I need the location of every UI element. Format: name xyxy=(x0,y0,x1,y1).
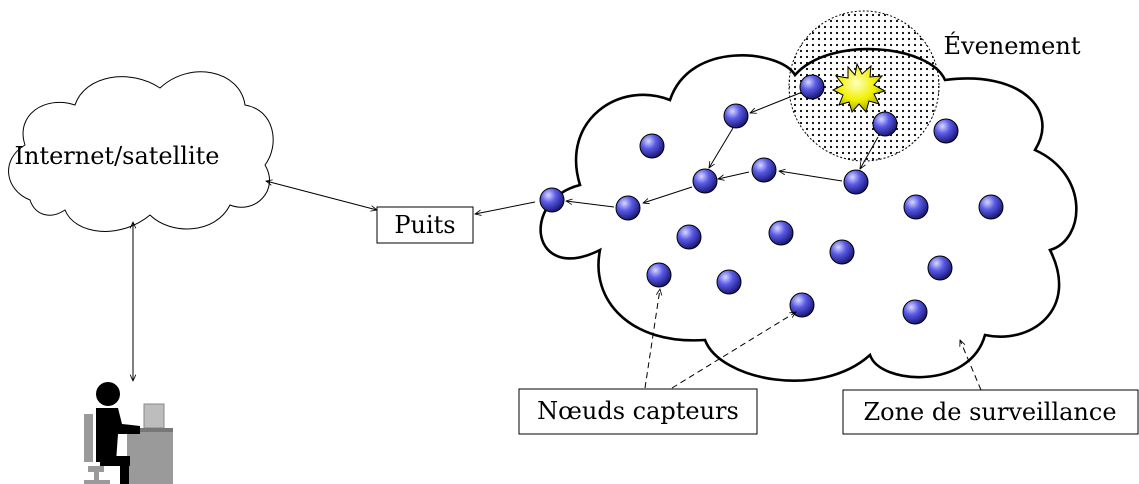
sensor-node xyxy=(723,103,749,129)
sensor-node xyxy=(751,157,777,183)
sensor-node xyxy=(933,118,959,144)
sensor-nodes xyxy=(539,74,1004,325)
sensor-node xyxy=(843,169,869,195)
sensor-node xyxy=(692,168,718,194)
sensor-node xyxy=(829,239,855,265)
surveillance-zone-box xyxy=(842,389,1139,435)
sink-box xyxy=(376,206,474,244)
sensor-node xyxy=(646,262,672,288)
sink-label: Puits xyxy=(394,211,455,239)
sensor-node xyxy=(639,133,665,159)
sensor-node xyxy=(615,195,641,221)
sensor-node xyxy=(978,194,1004,220)
sensor-nodes-box xyxy=(518,388,758,435)
sensor-node xyxy=(768,220,794,246)
sensor-nodes-label: Nœuds capteurs xyxy=(537,397,739,425)
user-at-computer-icon xyxy=(84,382,173,484)
surveillance-zone-label: Zone de surveillance xyxy=(863,398,1116,426)
sensor-node xyxy=(716,269,742,295)
sensor-node xyxy=(799,74,825,100)
explosion-star-icon xyxy=(831,62,887,114)
internet-label: Internet/satellite xyxy=(15,142,220,170)
sensor-node xyxy=(539,187,565,213)
internet-cloud xyxy=(8,71,274,232)
sensor-node xyxy=(872,111,898,137)
sensor-node xyxy=(927,255,953,281)
sensor-node xyxy=(902,299,928,325)
sensor-node xyxy=(903,194,929,220)
sensor-node xyxy=(789,292,815,318)
event-label: Évenement xyxy=(943,31,1080,60)
routing-path xyxy=(475,88,879,214)
sink-internet-link xyxy=(266,181,377,210)
sensor-node xyxy=(676,224,702,250)
pointer-arrows xyxy=(644,289,982,391)
